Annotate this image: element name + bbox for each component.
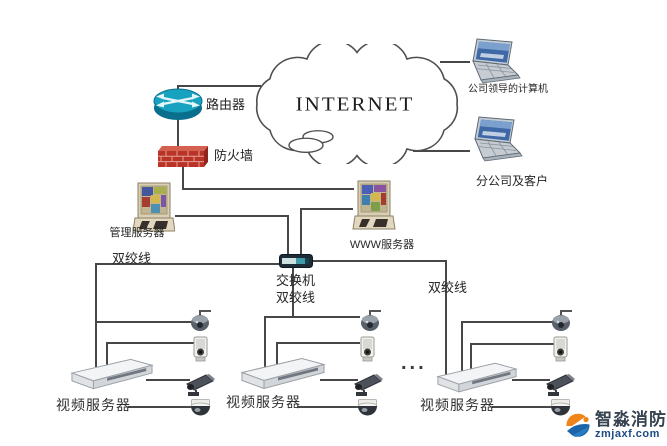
cable-cam-feed	[461, 321, 463, 373]
bullet-camera-icon	[546, 371, 578, 396]
internet-cloud: INTERNET	[252, 44, 462, 164]
cable-www-switch-h	[300, 208, 353, 210]
branch-pc-label: 分公司及客户	[475, 174, 548, 188]
video-server-icon	[240, 355, 326, 394]
cable-cam-feed	[276, 342, 360, 344]
cable-switch-down	[292, 266, 294, 318]
video-server-label: 视频服务器	[420, 397, 495, 413]
branch-laptop-icon	[466, 116, 528, 162]
video-server-label: 视频服务器	[56, 397, 131, 413]
router-icon	[152, 88, 204, 122]
leader-pc-label: 公司领导的计算机	[468, 84, 548, 95]
www-server-icon	[352, 180, 396, 232]
cable-cam-feed	[276, 342, 278, 365]
watermark: 智淼消防 zmjaxf.com	[564, 411, 667, 440]
switch-label: 交换机	[276, 273, 316, 288]
twisted-pair-right-label: 双绞线	[428, 280, 468, 295]
firewall-icon	[158, 146, 208, 168]
cable-cam-feed	[128, 406, 192, 408]
cable-switch-left-h	[96, 263, 279, 265]
watermark-site: zmjaxf.com	[595, 428, 660, 440]
switch-icon	[279, 254, 313, 268]
router-label: 路由器	[206, 97, 246, 112]
video-server-icon	[70, 356, 154, 394]
video-server-label: 视频服务器	[226, 394, 301, 410]
cable-cam-feed	[461, 321, 553, 323]
cable-cam-feed	[492, 406, 554, 408]
cable-switch-right-h	[313, 260, 447, 262]
twisted-pair-center-label: 双绞线	[276, 290, 316, 305]
watermark-brand: 智淼消防	[595, 410, 667, 429]
cable-router-internet-h	[177, 85, 261, 87]
cable-cam-feed	[96, 321, 193, 323]
watermark-logo-icon	[564, 411, 592, 439]
cable-mgmt-switch-h	[175, 215, 289, 217]
box-camera-icon	[356, 336, 380, 363]
internet-label: INTERNET	[296, 94, 415, 115]
cable-cam-feed	[320, 379, 358, 381]
cable-router-firewall	[177, 118, 179, 148]
cable-cam-feed	[512, 379, 550, 381]
mgmt-server-label: 管理服务器	[109, 227, 165, 239]
cable-left-drop	[95, 263, 97, 367]
cable-right-drop	[445, 260, 447, 376]
cable-cam-feed	[470, 343, 472, 372]
bullet-camera-icon	[354, 371, 386, 396]
ptz-camera-icon	[548, 309, 574, 332]
cable-mid-drop	[264, 316, 266, 368]
cable-cam-feed	[298, 406, 360, 408]
more-clusters-ellipsis: ...	[401, 352, 427, 374]
cable-cam-feed	[106, 342, 194, 344]
video-server-icon	[436, 360, 518, 397]
firewall-label: 防火墙	[214, 148, 254, 163]
cable-internet-branch-h	[413, 150, 470, 152]
mgmt-server-icon	[133, 182, 175, 234]
dome-camera-icon	[549, 399, 572, 421]
bullet-camera-icon	[186, 371, 218, 396]
box-camera-icon	[189, 336, 213, 363]
cable-firewall-down	[182, 166, 184, 190]
cable-www-switch-v	[300, 208, 302, 256]
cable-cam-feed	[106, 342, 108, 366]
box-camera-icon	[549, 336, 573, 363]
ptz-camera-icon	[357, 309, 383, 332]
twisted-pair-left-label: 双绞线	[112, 251, 152, 266]
disk-icon	[288, 137, 324, 153]
dome-camera-icon	[189, 399, 212, 421]
cable-cam-feed	[470, 343, 554, 345]
www-server-label: WWW服务器	[349, 239, 415, 251]
cable-internet-leader-pc	[440, 61, 470, 63]
leader-laptop-icon	[464, 38, 526, 84]
cable-mid-distribution	[264, 316, 360, 318]
cable-mgmt-switch-v	[287, 215, 289, 256]
dome-camera-icon	[356, 399, 379, 421]
cable-cam-feed	[146, 379, 190, 381]
ptz-camera-icon	[187, 309, 213, 332]
cable-firewall-www	[182, 188, 354, 190]
